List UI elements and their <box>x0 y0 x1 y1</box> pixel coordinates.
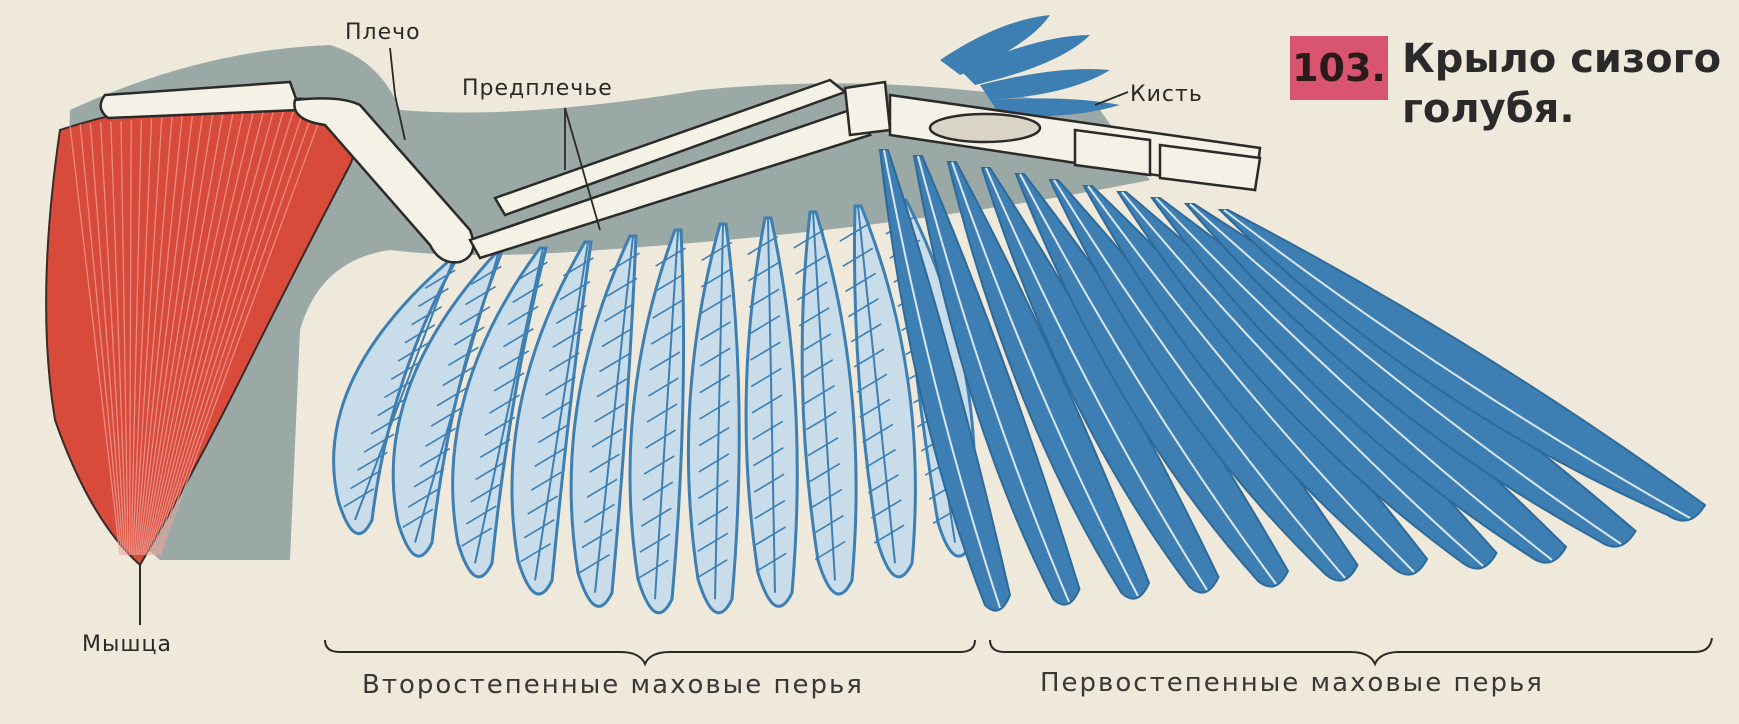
figure-number: 103. <box>1290 36 1388 100</box>
secondary-feather <box>630 230 686 613</box>
secondary-feathers-label: Второстепенные маховые перья <box>362 670 864 700</box>
hand-label: Кисть <box>1130 82 1203 107</box>
figure-title-line-2: голубя. <box>1402 84 1721 134</box>
forearm-label: Предплечье <box>462 76 613 101</box>
secondary-bracket <box>325 640 975 664</box>
secondary-feather <box>688 224 739 613</box>
primary-feathers <box>880 150 1705 611</box>
muscle-label: Мышца <box>82 632 172 657</box>
secondary-feather <box>794 212 856 594</box>
figure-title: Крыло сизого голубя. <box>1402 34 1721 134</box>
figure-title-line-1: Крыло сизого <box>1402 34 1721 84</box>
secondary-feather <box>746 218 797 606</box>
secondary-feathers <box>334 200 975 613</box>
primary-bracket <box>990 638 1712 664</box>
shoulder-label: Плечо <box>345 20 421 45</box>
primary-feathers-label: Первостепенные маховые перья <box>1040 668 1544 698</box>
hand-pointer <box>1095 92 1128 105</box>
